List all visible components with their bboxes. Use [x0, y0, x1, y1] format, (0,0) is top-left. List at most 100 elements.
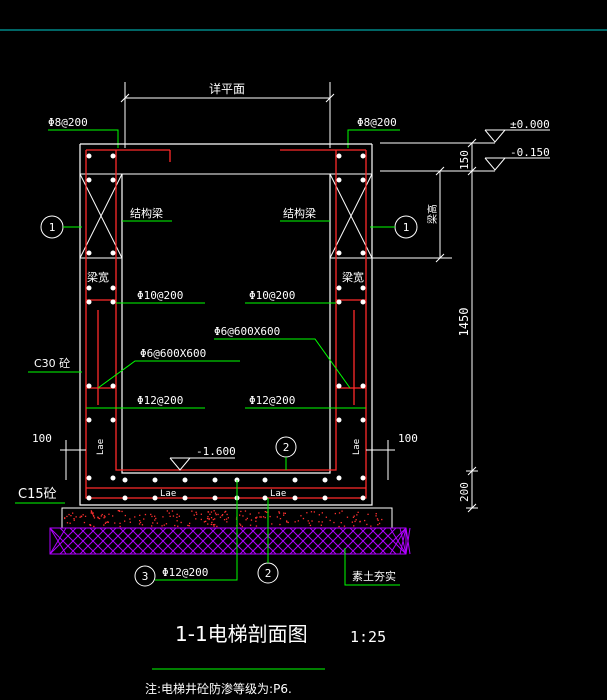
speckle [341, 510, 343, 512]
speckle [213, 510, 215, 512]
speckle [100, 515, 102, 517]
hatch-line [159, 527, 187, 555]
rebar-label-top-right: Φ8@200 [357, 116, 397, 129]
speckle [278, 511, 280, 513]
speckle [69, 522, 71, 524]
speckle [139, 521, 142, 524]
lae-left-vertical: Lae [96, 439, 106, 455]
speckle [217, 513, 219, 516]
speckle [255, 517, 257, 519]
speckle [307, 520, 309, 522]
hatch-line [329, 527, 357, 555]
speckle [223, 519, 226, 521]
elevation-zero-label: ±0.000 [510, 118, 550, 131]
speckle [150, 513, 152, 516]
speckle [104, 522, 107, 524]
speckle [239, 523, 241, 525]
beam-height-dimension [372, 166, 452, 263]
speckle [264, 516, 266, 519]
speckle [161, 525, 163, 527]
speckle [313, 511, 315, 513]
speckle [359, 521, 361, 523]
beam-width-right-label: 梁宽 [342, 270, 364, 284]
rebar-phi12-right: Φ12@200 [249, 394, 295, 407]
speckle [129, 518, 131, 520]
speckle [287, 521, 289, 524]
rebar-phi10-right: Φ10@200 [249, 289, 295, 302]
speckle [278, 512, 281, 514]
hatch-line [129, 527, 157, 555]
speckle [169, 515, 171, 517]
speckle [172, 515, 175, 517]
hatch-line [279, 527, 307, 555]
speckle [89, 524, 91, 526]
speckle [216, 525, 218, 528]
soil-hatch [49, 527, 411, 555]
speckle [103, 515, 106, 517]
speckle [138, 523, 141, 525]
rebar-label-top-left: Φ8@200 [48, 116, 88, 129]
hatch-line [99, 527, 127, 555]
speckle [356, 514, 358, 516]
speckle [118, 510, 120, 512]
speckle [354, 520, 356, 523]
speckle [119, 525, 121, 528]
hatch-line [179, 527, 207, 555]
hatch-line [249, 527, 277, 555]
speckle [208, 518, 210, 521]
speckle [221, 514, 223, 517]
concrete-c15-label: C15砼 [18, 487, 57, 502]
speckle [84, 515, 87, 517]
speckle [310, 511, 313, 513]
hatch-line [209, 527, 237, 555]
speckle [144, 513, 147, 516]
leader-phi6-left [97, 360, 240, 389]
speckle [75, 516, 77, 518]
lae-right-vertical: Lae [352, 439, 362, 455]
speckle [241, 525, 243, 528]
speckle [353, 525, 355, 527]
dim-200-label: 200 [458, 482, 471, 502]
speckle [203, 521, 206, 523]
speckle [318, 514, 320, 516]
hatch-line [79, 527, 107, 555]
speckle [207, 516, 209, 518]
speckle [189, 522, 191, 524]
beam-cross-left [79, 173, 123, 259]
speckle [66, 515, 68, 518]
speckle [264, 511, 266, 513]
speckle [114, 522, 116, 524]
hatch-line [369, 527, 397, 555]
hatch-line [119, 527, 147, 555]
speckle [286, 520, 288, 522]
speckle [70, 515, 72, 517]
speckle [93, 515, 95, 517]
hatch-line [379, 527, 407, 555]
callout-circle-3 [134, 565, 156, 587]
speckle [283, 514, 285, 516]
speckle [66, 522, 69, 524]
speckle [294, 521, 296, 523]
speckle [108, 513, 110, 515]
rebar-phi12-left: Φ12@200 [137, 394, 183, 407]
dim-100-right-lines [366, 440, 395, 480]
speckle [215, 514, 217, 516]
speckle [219, 516, 222, 518]
plan-ref-dimension [120, 82, 335, 148]
beam-height-label: 梁高 [426, 204, 439, 224]
hatch-line [49, 527, 67, 555]
hatch-line [149, 527, 177, 555]
speckle [334, 512, 336, 515]
speckle [112, 515, 114, 517]
speckle [302, 517, 305, 520]
speckle [297, 520, 299, 522]
speckle [91, 511, 93, 513]
speckle [105, 521, 107, 523]
speckle [242, 515, 244, 517]
speckle [171, 510, 174, 512]
speckle [338, 512, 341, 514]
speckle [188, 525, 190, 527]
speckle [269, 515, 271, 518]
speckle [207, 523, 209, 525]
dim-100-left-lines [60, 440, 86, 480]
